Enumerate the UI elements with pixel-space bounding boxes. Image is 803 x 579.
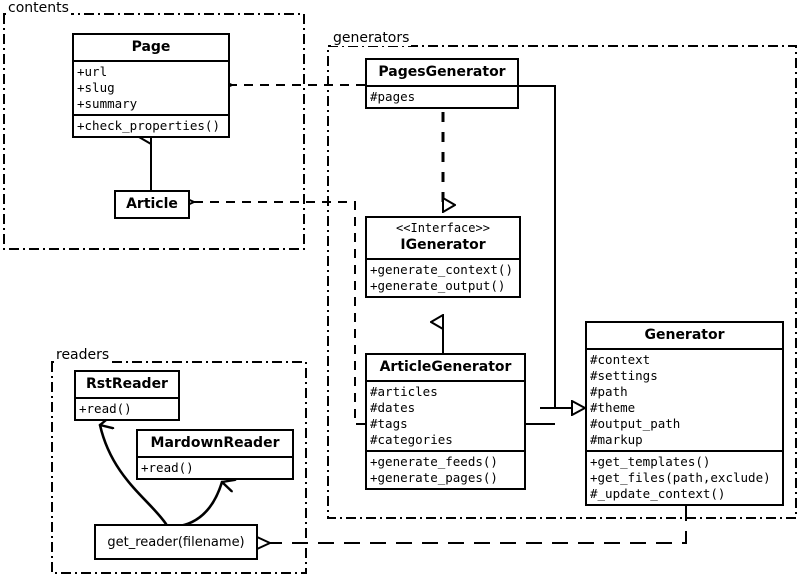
operation: #_update_context() [590,486,726,502]
package-boundary-contents [3,13,305,250]
operation: +get_templates() [590,454,711,470]
attribute: #markup [590,432,643,448]
class-operations-igenerator: +generate_context() +generate_output() [367,257,519,296]
class-name-page: Page [131,39,171,55]
attribute: #theme [590,400,636,416]
attribute: #dates [370,400,416,416]
operation: +generate_feeds() [370,454,498,470]
class-stereotype-igenerator: <<Interface>> [396,221,490,235]
attribute: #pages [370,89,416,105]
operation: +get_files(path,exclude) [590,470,771,486]
attribute: #settings [590,368,658,384]
connector-articlegenerator-to-article [180,195,365,425]
class-attributes-generator: #context #settings #path #theme #output_… [587,348,782,450]
class-name-articlegenerator: ArticleGenerator [379,359,512,375]
connector-pagesgenerator-to-generator [519,85,556,408]
class-name-igenerator: IGenerator [400,236,486,253]
class-operations-mardownreader: +read() [138,456,292,478]
attribute: +url [77,64,108,80]
attribute: #categories [370,432,453,448]
connector-getreader-to-rstreader [98,425,168,526]
class-box-mardownreader[interactable]: MardownReader +read() [136,429,294,481]
attribute: +summary [77,96,138,112]
attribute: #path [590,384,628,400]
class-operations-generator: +get_templates() +get_files(path,exclude… [587,450,782,504]
class-operations-rstreader: +read() [76,397,178,419]
attribute: #articles [370,384,438,400]
class-attributes-articlegenerator: #articles #dates #tags #categories [367,380,524,450]
class-name-mardownreader: MardownReader [150,435,280,451]
class-box-igenerator[interactable]: <<Interface>> IGenerator +generate_conte… [365,216,521,298]
class-box-pagesgenerator[interactable]: PagesGenerator #pages [365,58,519,110]
attribute: #output_path [590,416,681,432]
class-attributes-page: +url +slug +summary [74,60,228,114]
class-operations-page: +check_properties() [74,114,228,136]
function-box-get-reader[interactable]: get_reader(filename) [94,524,258,560]
class-box-generator[interactable]: Generator #context #settings #path #them… [585,321,784,507]
package-boundary-readers [51,361,307,574]
attribute: +slug [77,80,115,96]
attribute: #tags [370,416,408,432]
operation: +generate_output() [370,277,506,293]
package-label-readers: readers [54,347,112,363]
attribute: #context [590,352,651,368]
package-label-generators: generators [331,30,412,46]
operation: +check_properties() [77,118,220,134]
connector-generator-to-getreader [256,505,687,550]
operation: +read() [141,460,194,476]
class-box-rstreader[interactable]: RstReader +read() [74,370,180,422]
package-boundary-generators [327,45,797,519]
class-operations-articlegenerator: +generate_feeds() +generate_pages() [367,450,524,488]
operation: +read() [79,401,132,417]
package-label-contents: contents [6,0,71,16]
class-box-page[interactable]: Page +url +slug +summary +check_properti… [72,33,230,139]
class-box-article[interactable]: Article [114,190,190,220]
function-label-get-reader: get_reader(filename) [107,534,245,550]
operation: +generate_context() [370,261,513,277]
class-box-articlegenerator[interactable]: ArticleGenerator #articles #dates #tags … [365,353,526,491]
class-name-rstreader: RstReader [86,376,168,392]
class-attributes-pagesgenerator: #pages [367,85,517,107]
connector-getreader-to-mardownreader [178,482,222,528]
class-name-article: Article [126,196,178,212]
class-name-pagesgenerator: PagesGenerator [378,64,506,80]
operation: +generate_pages() [370,470,498,486]
class-name-generator: Generator [644,327,725,343]
